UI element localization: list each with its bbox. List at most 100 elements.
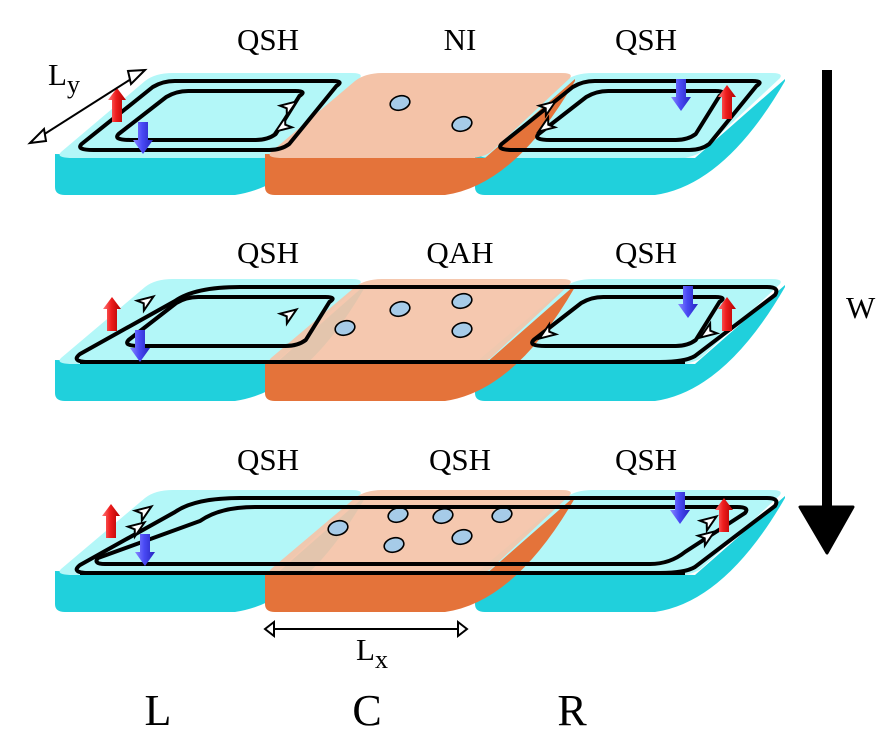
spin-up-icon (718, 297, 736, 331)
row-3-right-label: QSH (615, 442, 677, 477)
inner-edge-loop (94, 505, 749, 566)
spin-up-icon (103, 297, 121, 331)
row-2-center-label: QAH (426, 235, 493, 270)
blue-down-arrow-shape (678, 286, 698, 318)
edge-direction-arrow (133, 294, 156, 314)
spin-down-icon (133, 122, 153, 154)
spin-down-icon (678, 286, 698, 318)
row-1-labels: QSH NI QSH (237, 22, 677, 57)
spin-up-icon (718, 85, 736, 119)
edge-states (74, 492, 779, 575)
red-up-arrow-shape (103, 297, 121, 331)
right-qsh-slab-top (479, 73, 781, 158)
row-2-qah-junction (55, 279, 785, 401)
bulk-states (327, 506, 513, 554)
bulk-state-dot (432, 507, 454, 525)
row-3-labels: QSH QSH QSH (237, 442, 677, 477)
blue-down-arrow-shape (130, 330, 150, 362)
edge-direction-arrow (536, 114, 559, 134)
row-2-labels: QSH QAH QSH (237, 235, 677, 270)
outer-edge-top (240, 285, 779, 364)
row-3-qsh-junction (55, 490, 785, 612)
row-3-left-label: QSH (237, 442, 299, 477)
right-inner-edge-loop (530, 295, 725, 348)
outer-edge-left (74, 285, 241, 364)
red-up-arrow-shape (102, 504, 120, 538)
bulk-state-dot (327, 519, 349, 537)
row-3-center-label: QSH (429, 442, 491, 477)
edge-states (74, 285, 779, 364)
lx-arrowhead-start (263, 619, 275, 639)
width-label: W (846, 290, 876, 325)
region-labels: L C R (145, 686, 588, 735)
center-ni-slab-side (265, 79, 575, 195)
right-qsh-slab (475, 279, 785, 401)
spin-up-icon (108, 88, 126, 122)
width-arrow-shaft (822, 70, 832, 510)
bulk-state-dot (451, 321, 473, 339)
row-1-right-label: QSH (615, 22, 677, 57)
red-up-arrow-shape (715, 498, 733, 532)
edge-direction-arrow (124, 520, 147, 540)
ly-arrow-line (31, 71, 143, 143)
center-ni-slab (265, 73, 575, 195)
spin-down-icon (671, 79, 691, 111)
ly-arrowhead-start (27, 126, 48, 145)
region-center-label: C (352, 686, 381, 735)
edge-direction-arrow (694, 529, 717, 549)
row-1-center-label: NI (444, 22, 477, 57)
edge-states (78, 79, 762, 154)
blue-down-arrow-shape (671, 79, 691, 111)
region-left-label: L (145, 686, 172, 735)
center-qah-slab-top (269, 279, 571, 364)
bulk-state-dot (389, 94, 411, 112)
left-qsh-slab-top (59, 73, 361, 158)
left-inner-edge-loop (115, 89, 305, 142)
bulk-state-dot (383, 536, 405, 554)
right-qsh-slab (475, 73, 785, 195)
right-qsh-slab-top (479, 490, 781, 575)
right-qsh-slab-side (475, 79, 785, 195)
left-outer-edge-loop (78, 79, 342, 152)
bulk-state-dot (451, 292, 473, 310)
edge-direction-arrow (276, 307, 299, 327)
spin-down-icon (135, 534, 155, 566)
outer-edge-top (240, 496, 779, 575)
lx-label: Lx (356, 632, 388, 674)
left-inner-edge-loop (125, 295, 335, 348)
right-inner-edge-loop (535, 89, 725, 142)
edge-direction-arrow (131, 504, 154, 524)
bulk-states (334, 292, 473, 339)
row-1-ni-junction (55, 73, 785, 195)
red-up-arrow-shape (108, 88, 126, 122)
center-qah-slab (265, 279, 575, 401)
ly-label: Ly (48, 57, 80, 99)
blue-down-arrow-shape (135, 534, 155, 566)
right-outer-edge-loop (498, 79, 762, 152)
center-ni-slab-top (269, 73, 571, 158)
spin-down-icon (670, 492, 690, 524)
spin-down-icon (130, 330, 150, 362)
region-right-label: R (557, 686, 587, 735)
bulk-state-dot (451, 115, 473, 133)
ly-arrowhead-end (126, 68, 148, 86)
center-qah-slab-side (265, 285, 575, 401)
width-arrow: W (798, 70, 876, 555)
row-1-left-label: QSH (237, 22, 299, 57)
lx-arrowhead-end (457, 619, 469, 639)
edge-direction-arrow (698, 320, 721, 340)
bulk-state-dot (389, 300, 411, 318)
spin-up-icon (715, 498, 733, 532)
center-qsh-slab-side (265, 496, 575, 612)
row-2-left-label: QSH (237, 235, 299, 270)
bulk-state-dot (334, 319, 356, 337)
right-qsh-slab-side (475, 496, 785, 612)
right-qsh-slab-side (475, 285, 785, 401)
right-qsh-slab (475, 490, 785, 612)
edge-direction-arrow (696, 514, 719, 534)
bulk-state-dot (451, 528, 473, 546)
edge-direction-arrow (273, 114, 296, 134)
lx-dimension: Lx (263, 619, 469, 674)
red-up-arrow-shape (718, 85, 736, 119)
